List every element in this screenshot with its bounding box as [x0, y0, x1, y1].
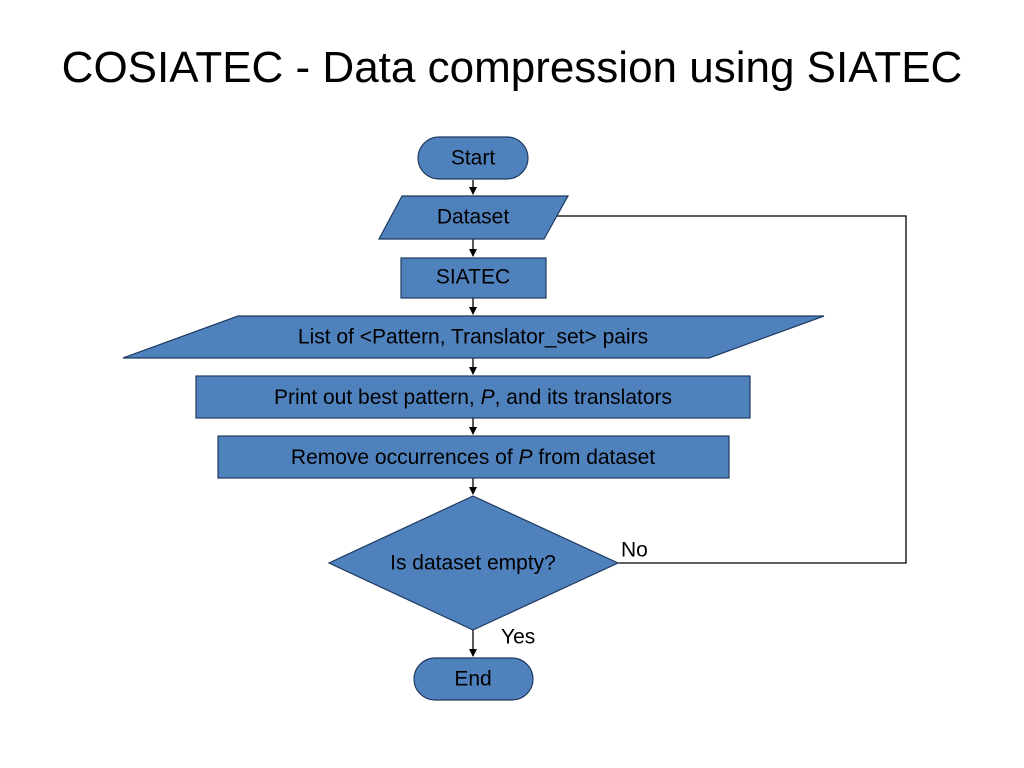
decision-node: Is dataset empty?	[327, 495, 620, 631]
print-best-label-var: P	[481, 386, 495, 409]
print-best-label: Print out best pattern, P, and its trans…	[274, 386, 672, 409]
print-best-shape	[195, 375, 751, 419]
print-best-label-after: , and its translators	[495, 386, 672, 409]
dataset-shape	[377, 195, 570, 240]
end-node: End	[413, 657, 534, 701]
siatec-shape	[400, 257, 547, 299]
dataset-node: Dataset	[377, 195, 570, 240]
remove-occ-node: Remove occurrences of P from dataset	[217, 435, 730, 479]
print-best-node: Print out best pattern, P, and its trans…	[195, 375, 751, 419]
decision-label: Is dataset empty?	[390, 552, 556, 575]
start-shape	[417, 136, 529, 180]
edge-label-no: No	[621, 539, 648, 562]
print-best-label-before: Print out best pattern,	[274, 386, 481, 409]
end-shape	[413, 657, 534, 701]
siatec-node: SIATEC	[400, 257, 547, 299]
remove-occ-label-after: from dataset	[533, 446, 656, 469]
list-pairs-node: List of <Pattern, Translator_set> pairs	[122, 315, 825, 359]
end-label: End	[454, 668, 491, 691]
remove-occ-label-var: P	[519, 446, 533, 469]
list-pairs-shape	[122, 315, 825, 359]
list-pairs-label: List of <Pattern, Translator_set> pairs	[298, 326, 648, 349]
dataset-label: Dataset	[437, 206, 510, 229]
slide-title: COSIATEC - Data compression using SIATEC	[61, 43, 963, 92]
start-node: Start	[417, 136, 529, 180]
start-label: Start	[451, 147, 496, 170]
edge-no-loop-to-dataset	[547, 212, 907, 564]
edge-label-yes: Yes	[501, 626, 535, 649]
remove-occ-label-before: Remove occurrences of	[291, 446, 519, 469]
decision-shape	[327, 495, 620, 631]
siatec-label: SIATEC	[436, 266, 510, 289]
remove-occ-label: Remove occurrences of P from dataset	[291, 446, 655, 469]
edges	[469, 180, 907, 657]
remove-occ-shape	[217, 435, 730, 479]
